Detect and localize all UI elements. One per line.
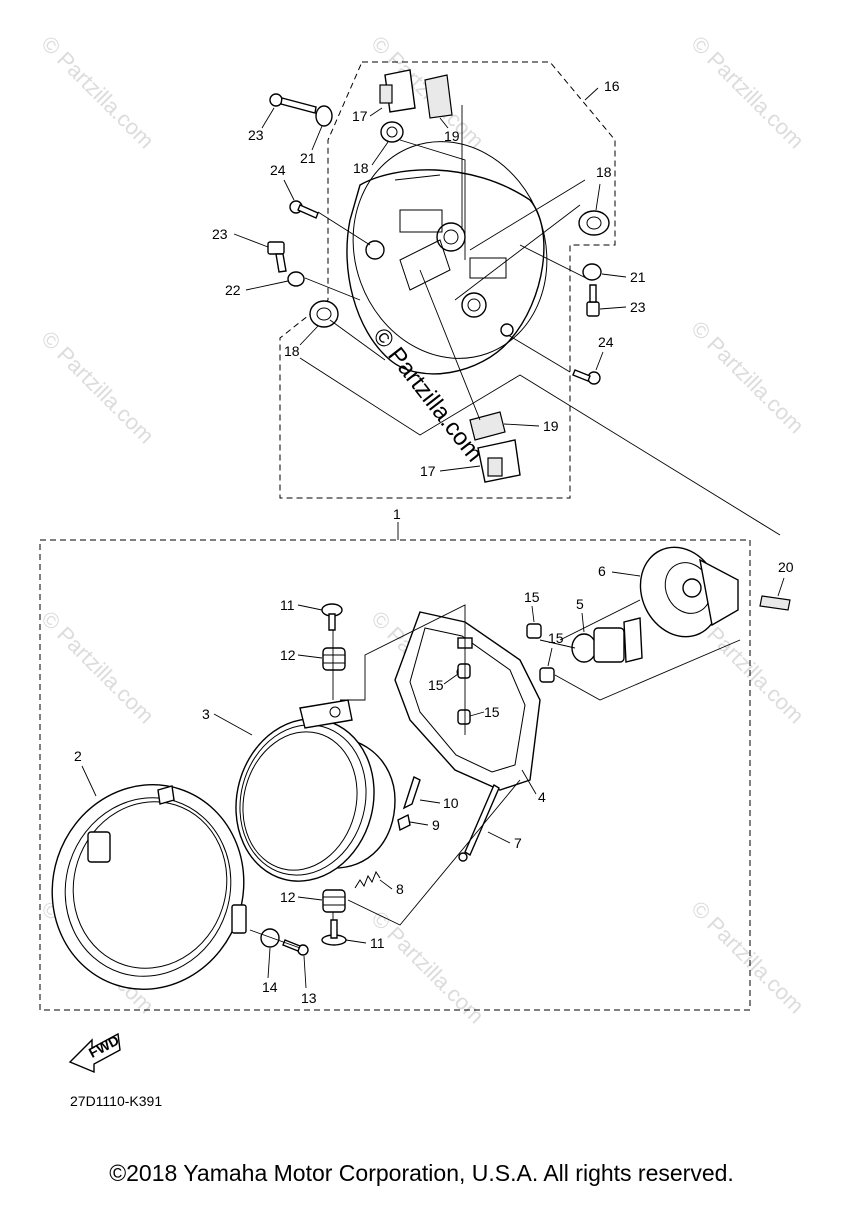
bolt-23-right bbox=[586, 284, 600, 317]
callout-23: 23 bbox=[630, 299, 646, 315]
collar-21-right bbox=[582, 263, 602, 281]
callout-16: 16 bbox=[604, 78, 620, 94]
callout-14: 14 bbox=[262, 979, 278, 995]
screw-24-top bbox=[289, 200, 319, 219]
callout-17: 17 bbox=[420, 463, 436, 479]
pad-19-bottom bbox=[469, 411, 506, 441]
callout-15: 15 bbox=[428, 677, 444, 693]
assembly-16-leader bbox=[584, 87, 599, 101]
grommet-12-bottom bbox=[322, 889, 346, 913]
collar-21-top bbox=[315, 105, 333, 127]
headlight-case bbox=[346, 141, 548, 375]
fwd-arrow-icon: FWD bbox=[68, 1032, 122, 1074]
clip-17-bottom bbox=[477, 439, 521, 483]
washer-22 bbox=[287, 271, 305, 287]
callout-24: 24 bbox=[270, 162, 286, 178]
callout-11: 11 bbox=[280, 597, 295, 613]
diagram-code: 27D1110-K391 bbox=[70, 1093, 162, 1109]
watermark-text: © Partzilla.com bbox=[36, 326, 159, 449]
watermark-text: © Partzilla.com bbox=[36, 606, 159, 729]
grommet-15-c bbox=[457, 663, 471, 679]
grommet-15-d bbox=[457, 709, 471, 725]
pad-19-top bbox=[424, 74, 453, 119]
watermark-text: © Partzilla.com bbox=[686, 316, 809, 439]
bolt-23-mid bbox=[267, 241, 287, 273]
grommet-18-right bbox=[578, 210, 610, 236]
callout-21: 21 bbox=[300, 150, 316, 166]
callout-7: 7 bbox=[514, 835, 522, 851]
callout-labels: 16 17 19 18 23 21 24 23 22 18 18 21 23 2… bbox=[74, 78, 794, 1006]
bolt-23-top bbox=[269, 93, 317, 114]
assembly-1-outline bbox=[39, 539, 751, 1011]
callout-21: 21 bbox=[630, 269, 646, 285]
grommet-15-b bbox=[539, 667, 555, 683]
watermark-text: © Partzilla.com bbox=[686, 896, 809, 1019]
socket-cover bbox=[639, 546, 739, 638]
callout-19: 19 bbox=[543, 418, 559, 434]
callout-24: 24 bbox=[598, 334, 614, 350]
callout-13: 13 bbox=[301, 990, 317, 1006]
callout-12: 12 bbox=[280, 889, 296, 905]
callout-23: 23 bbox=[248, 127, 264, 143]
callout-10: 10 bbox=[443, 795, 459, 811]
callout-4: 4 bbox=[538, 789, 546, 805]
callout-15: 15 bbox=[524, 589, 540, 605]
headlight-rim bbox=[51, 784, 247, 990]
grommet-18-top bbox=[380, 121, 404, 143]
watermark-text: © Partzilla.com bbox=[36, 31, 159, 154]
collar-14 bbox=[260, 928, 280, 948]
callout-18: 18 bbox=[596, 164, 612, 180]
nut-9 bbox=[397, 813, 411, 832]
grommet-15-a bbox=[526, 623, 542, 639]
callout-5: 5 bbox=[576, 596, 584, 612]
headlight-unit bbox=[235, 699, 396, 882]
headlight-bulb bbox=[571, 617, 643, 663]
screw-11-top bbox=[321, 603, 343, 631]
callout-18: 18 bbox=[284, 343, 300, 359]
screw-11-bottom bbox=[321, 919, 347, 946]
callout-1: 1 bbox=[393, 506, 401, 522]
screw-13 bbox=[282, 939, 309, 956]
callout-18: 18 bbox=[353, 160, 369, 176]
screw-24-right bbox=[572, 369, 601, 385]
callout-11: 11 bbox=[370, 935, 385, 951]
callout-15: 15 bbox=[548, 630, 564, 646]
callout-12: 12 bbox=[280, 647, 296, 663]
pin-10 bbox=[402, 776, 421, 810]
adjust-bolt bbox=[458, 783, 500, 862]
callout-20: 20 bbox=[778, 559, 794, 575]
callout-23: 23 bbox=[212, 226, 228, 242]
copyright-notice: ©2018 Yamaha Motor Corporation, U.S.A. A… bbox=[109, 1160, 734, 1186]
clip-17-top bbox=[379, 69, 416, 113]
callout-15: 15 bbox=[484, 704, 500, 720]
pad-20 bbox=[759, 595, 791, 611]
callout-3: 3 bbox=[202, 706, 210, 722]
callout-9: 9 bbox=[432, 817, 440, 833]
callout-22: 22 bbox=[225, 282, 241, 298]
callout-8: 8 bbox=[396, 881, 404, 897]
assembly-16-outline bbox=[279, 61, 616, 499]
assembly-lines-top bbox=[299, 105, 781, 536]
spring bbox=[354, 870, 381, 889]
grommet-12-top bbox=[322, 647, 346, 671]
callout-6: 6 bbox=[598, 563, 606, 579]
callout-2: 2 bbox=[74, 748, 82, 764]
assembly-lines-bottom bbox=[249, 599, 741, 949]
watermark-text: © Partzilla.com bbox=[686, 31, 809, 154]
callout-19: 19 bbox=[444, 128, 460, 144]
headlight-bracket bbox=[394, 611, 541, 791]
callout-17: 17 bbox=[352, 108, 368, 124]
